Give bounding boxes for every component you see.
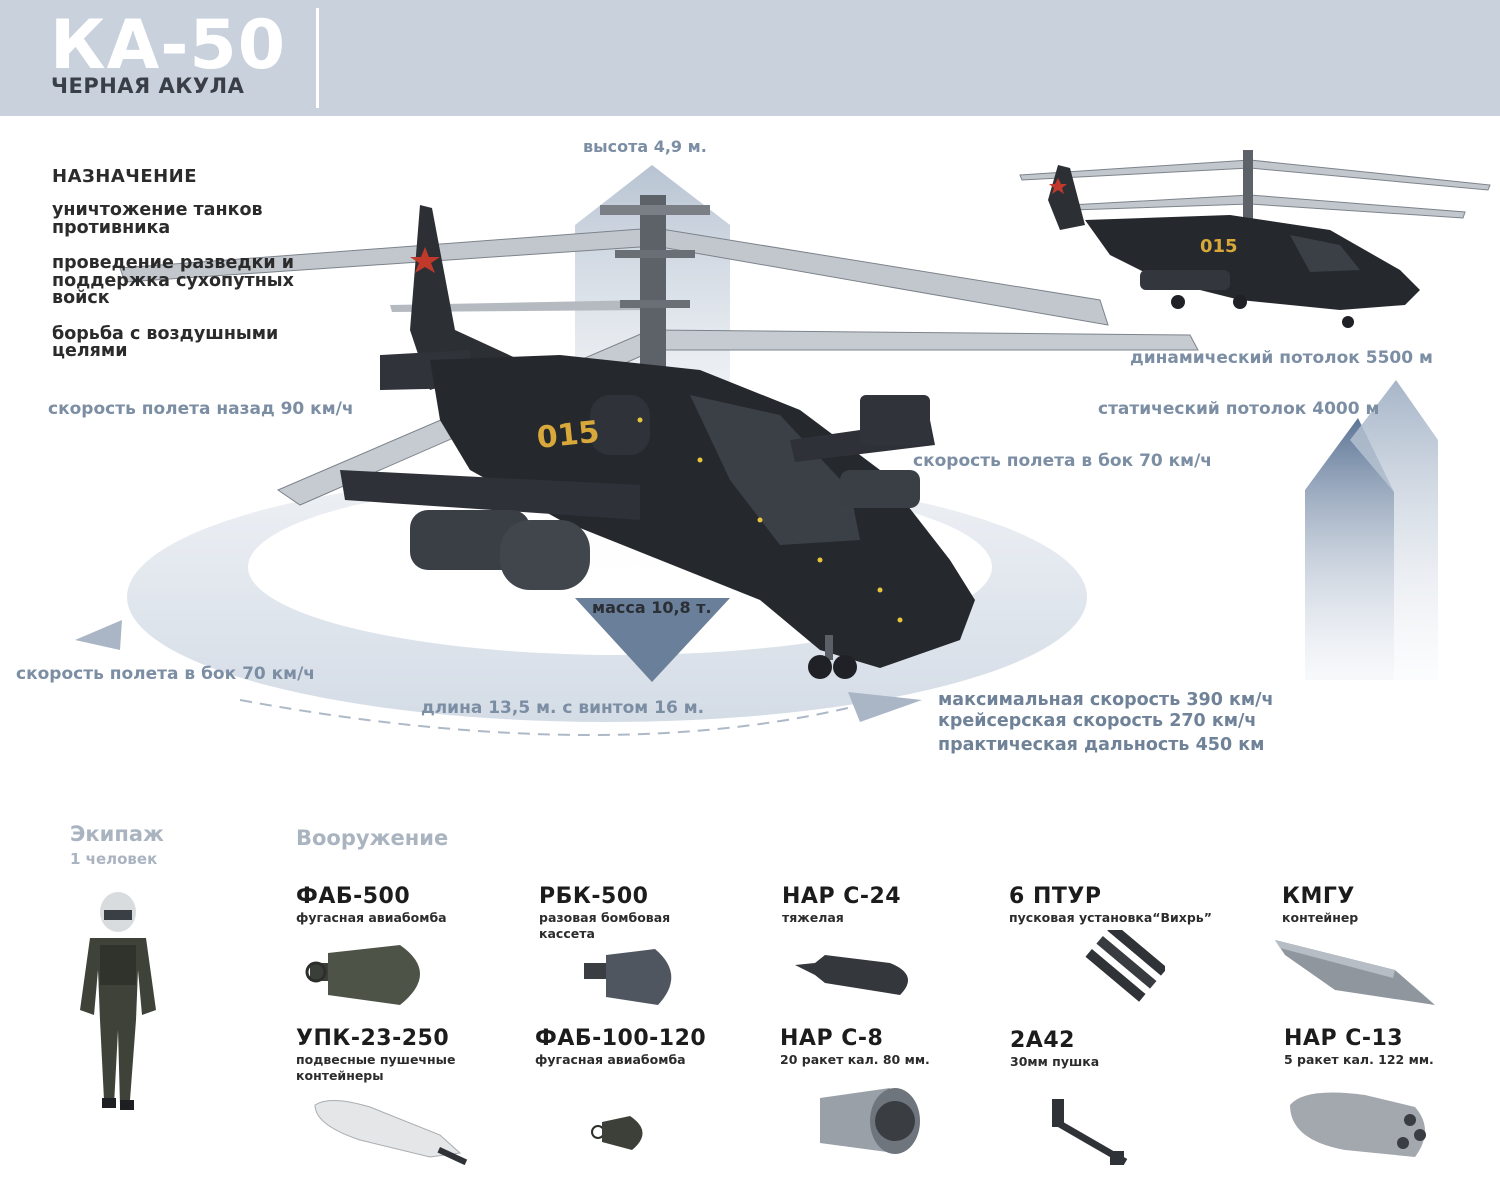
header-banner: КА-50 ЧЕРНАЯ АКУЛА	[0, 0, 1500, 116]
weapon-card: НАР С-13 5 ракет кал. 122 мм.	[1284, 1026, 1484, 1068]
weapon-name: КМГУ	[1282, 884, 1355, 909]
weapon-desc: тяжелая	[782, 910, 844, 925]
weapon-name: 6 ПТУР	[1009, 884, 1102, 909]
speed-back-label: скорость полета назад 90 км/ч	[48, 399, 354, 419]
weapon-desc: контейнер	[1282, 910, 1359, 925]
weapon-name: ФАБ-100-120	[535, 1026, 707, 1051]
nar-s13-image	[1290, 1092, 1426, 1157]
weapon-desc: разовая бомбовая кассета	[539, 910, 671, 941]
purpose-item: борьба с воздушными целями	[52, 323, 279, 361]
purpose-item: проведение разведки и поддержка сухопутн…	[52, 253, 294, 308]
purpose-heading: НАЗНАЧЕНИЕ	[52, 166, 198, 187]
weapon-desc: 30мм пушка	[1010, 1054, 1100, 1069]
side-number-small: 015	[1200, 236, 1238, 257]
speed-side-left-label: скорость полета в бок 70 км/ч	[16, 664, 315, 684]
purpose-item: уничтожение танков противника	[52, 200, 263, 238]
weapon-name: НАР С-8	[780, 1026, 884, 1051]
weapon-name: УПК-23-250	[296, 1026, 450, 1051]
range-label: практическая дальность 450 км	[938, 735, 1265, 755]
weapon-card: УПК-23-250 подвесные пушечные контейнеры	[296, 1026, 536, 1084]
max-speed-label: максимальная скорость 390 км/ч	[938, 690, 1274, 710]
cruise-speed-label: крейсерская скорость 270 км/ч	[938, 711, 1257, 731]
page-subtitle: ЧЕРНАЯ АКУЛА	[51, 74, 245, 98]
weapon-card: НАР С-8 20 ракет кал. 80 мм.	[780, 1026, 1020, 1068]
page-title: КА-50	[50, 6, 287, 85]
weapon-name: 2А42	[1010, 1028, 1075, 1053]
upk-23-250-image	[314, 1100, 468, 1165]
weapon-desc: 20 ракет кал. 80 мм.	[780, 1052, 930, 1067]
helicopter-diagram: 015 015	[75, 150, 1491, 736]
length-label: длина 13,5 м. с винтом 16 м.	[421, 698, 705, 718]
fab-100-120-image	[591, 1116, 643, 1150]
ceiling-arrows	[1305, 380, 1438, 680]
speed-side-right-label: скорость полета в бок 70 км/ч	[913, 451, 1212, 471]
weapon-name: НАР С-24	[782, 884, 902, 909]
rbk-500-image	[584, 949, 672, 1005]
armament-heading: Вооружение	[296, 826, 449, 850]
side-number: 015	[535, 415, 601, 456]
pilot-figure	[80, 892, 156, 1110]
crew-value: 1 человек	[70, 850, 158, 868]
static-ceiling-label: статический потолок 4000 м	[1098, 399, 1380, 419]
helicopter-side: 015	[1019, 150, 1491, 328]
fab-500-image	[305, 945, 420, 1005]
height-label: высота 4,9 м.	[583, 137, 707, 156]
weapon-desc: подвесные пушечные контейнеры	[296, 1052, 456, 1083]
crew-heading: Экипаж	[70, 822, 164, 846]
mass-label: масса 10,8 т.	[592, 598, 712, 617]
weapon-card: ФАБ-500 фугасная авиабомба	[296, 884, 536, 926]
weapon-desc: фугасная авиабомба	[535, 1052, 686, 1067]
weapon-card: 6 ПТУР пусковая установка“Вихрь”	[1009, 884, 1249, 926]
weapon-desc: пусковая установка“Вихрь”	[1009, 910, 1212, 925]
helicopter-main: 015	[119, 195, 1199, 679]
weapon-card: КМГУ контейнер	[1282, 884, 1482, 926]
ptur-launcher-image	[1085, 930, 1165, 1002]
dynamic-ceiling-label: динамический потолок 5500 м	[1130, 348, 1433, 368]
weapon-desc: фугасная авиабомба	[296, 910, 447, 925]
length-arrow	[75, 620, 922, 736]
nar-s8-image	[820, 1088, 920, 1154]
weapon-name: НАР С-13	[1284, 1026, 1404, 1051]
weapon-card: 2А42 30мм пушка	[1010, 1028, 1250, 1070]
purpose-list: уничтожение танков противника проведение…	[52, 200, 352, 379]
weapon-name: ФАБ-500	[296, 884, 411, 909]
weapon-card: НАР С-24 тяжелая	[782, 884, 1022, 926]
nar-s24-image	[795, 955, 908, 995]
weapon-card: ФАБ-100-120 фугасная авиабомба	[535, 1026, 775, 1068]
kmgu-image	[1275, 940, 1435, 1005]
weapon-desc: 5 ракет кал. 122 мм.	[1284, 1052, 1434, 1067]
weapon-name: РБК-500	[539, 884, 649, 909]
weapon-card: РБК-500 разовая бомбовая кассета	[539, 884, 779, 942]
cannon-2a42-image	[1052, 1099, 1128, 1166]
header-divider	[316, 8, 319, 108]
